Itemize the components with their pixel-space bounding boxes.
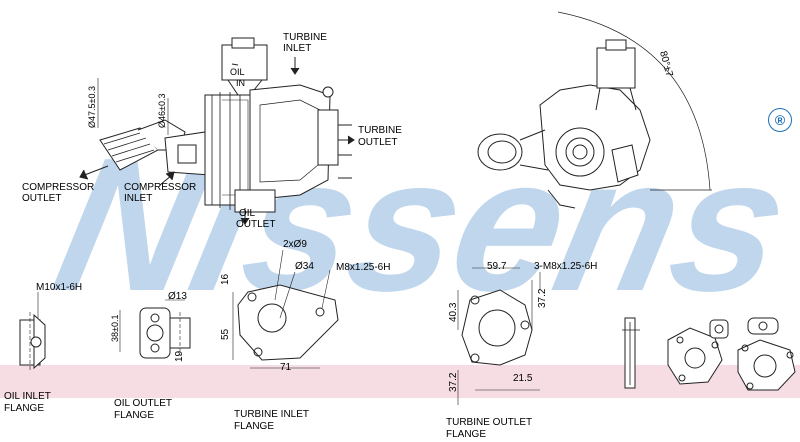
oil-in-label: OIL xyxy=(230,67,245,77)
turbine-inlet-label-2: INLET xyxy=(283,43,311,54)
oil-in-label-2: IN xyxy=(236,78,245,88)
oil-inlet-flange-label-2: FLANGE xyxy=(4,403,44,414)
dim-m8-outlet: 3-M8x1.25-6H xyxy=(534,261,597,272)
dim-37-2b: 37.2 xyxy=(448,372,459,392)
dim-37-2a: 37.2 xyxy=(537,288,548,308)
turbine-outlet-flange-label-1: TURBINE OUTLET xyxy=(446,417,532,428)
compressor-outlet-label-2: OUTLET xyxy=(22,193,61,204)
dim-40-3: 40.3 xyxy=(448,302,459,322)
dim-m8-inlet: M8x1.25-6H xyxy=(336,262,390,273)
dim-71: 71 xyxy=(280,362,292,373)
highlight-band xyxy=(0,365,800,398)
dim-m10: M10x1-6H xyxy=(36,282,82,293)
oil-inlet-flange-label-1: OIL INLET xyxy=(4,391,51,402)
dim-d46: Ø46±0.3 xyxy=(157,94,167,128)
registered-mark: ® xyxy=(768,108,792,132)
dim-angle-80: 80°±7 xyxy=(657,50,675,79)
compressor-outlet-label-1: COMPRESSOR xyxy=(22,182,94,193)
dim-2xd9: 2xØ9 xyxy=(283,239,307,250)
compressor-inlet-label-1: COMPRESSOR xyxy=(124,182,196,193)
dim-55: 55 xyxy=(220,328,231,340)
compressor-inlet-label-2: INLET xyxy=(124,193,152,204)
dim-d34: Ø34 xyxy=(295,261,314,272)
dim-d13: Ø13 xyxy=(168,291,187,302)
oil-outlet-flange-label-1: OIL OUTLET xyxy=(114,398,172,409)
turbine-inlet-label-1: TURBINE xyxy=(283,32,327,43)
dim-21-5: 21.5 xyxy=(513,373,533,384)
turbine-inlet-flange-label-2: FLANGE xyxy=(234,421,274,432)
oil-outlet-label-1: OIL xyxy=(239,208,256,219)
dim-38: 38±0.1 xyxy=(110,315,120,342)
dim-d47-5: Ø47.5±0.3 xyxy=(87,86,97,128)
dim-19: 19 xyxy=(174,350,185,362)
dim-59-7: 59.7 xyxy=(487,261,507,272)
oil-outlet-flange-label-2: FLANGE xyxy=(114,410,154,421)
dim-16: 16 xyxy=(220,273,231,285)
turbine-outlet-label-2: OUTLET xyxy=(358,137,397,148)
turbine-outlet-label-1: TURBINE xyxy=(358,125,402,136)
oil-outlet-label-2: OUTLET xyxy=(236,219,275,230)
turbine-outlet-flange-label-2: FLANGE xyxy=(446,429,486,440)
turbine-inlet-flange-label-1: TURBINE INLET xyxy=(234,409,309,420)
